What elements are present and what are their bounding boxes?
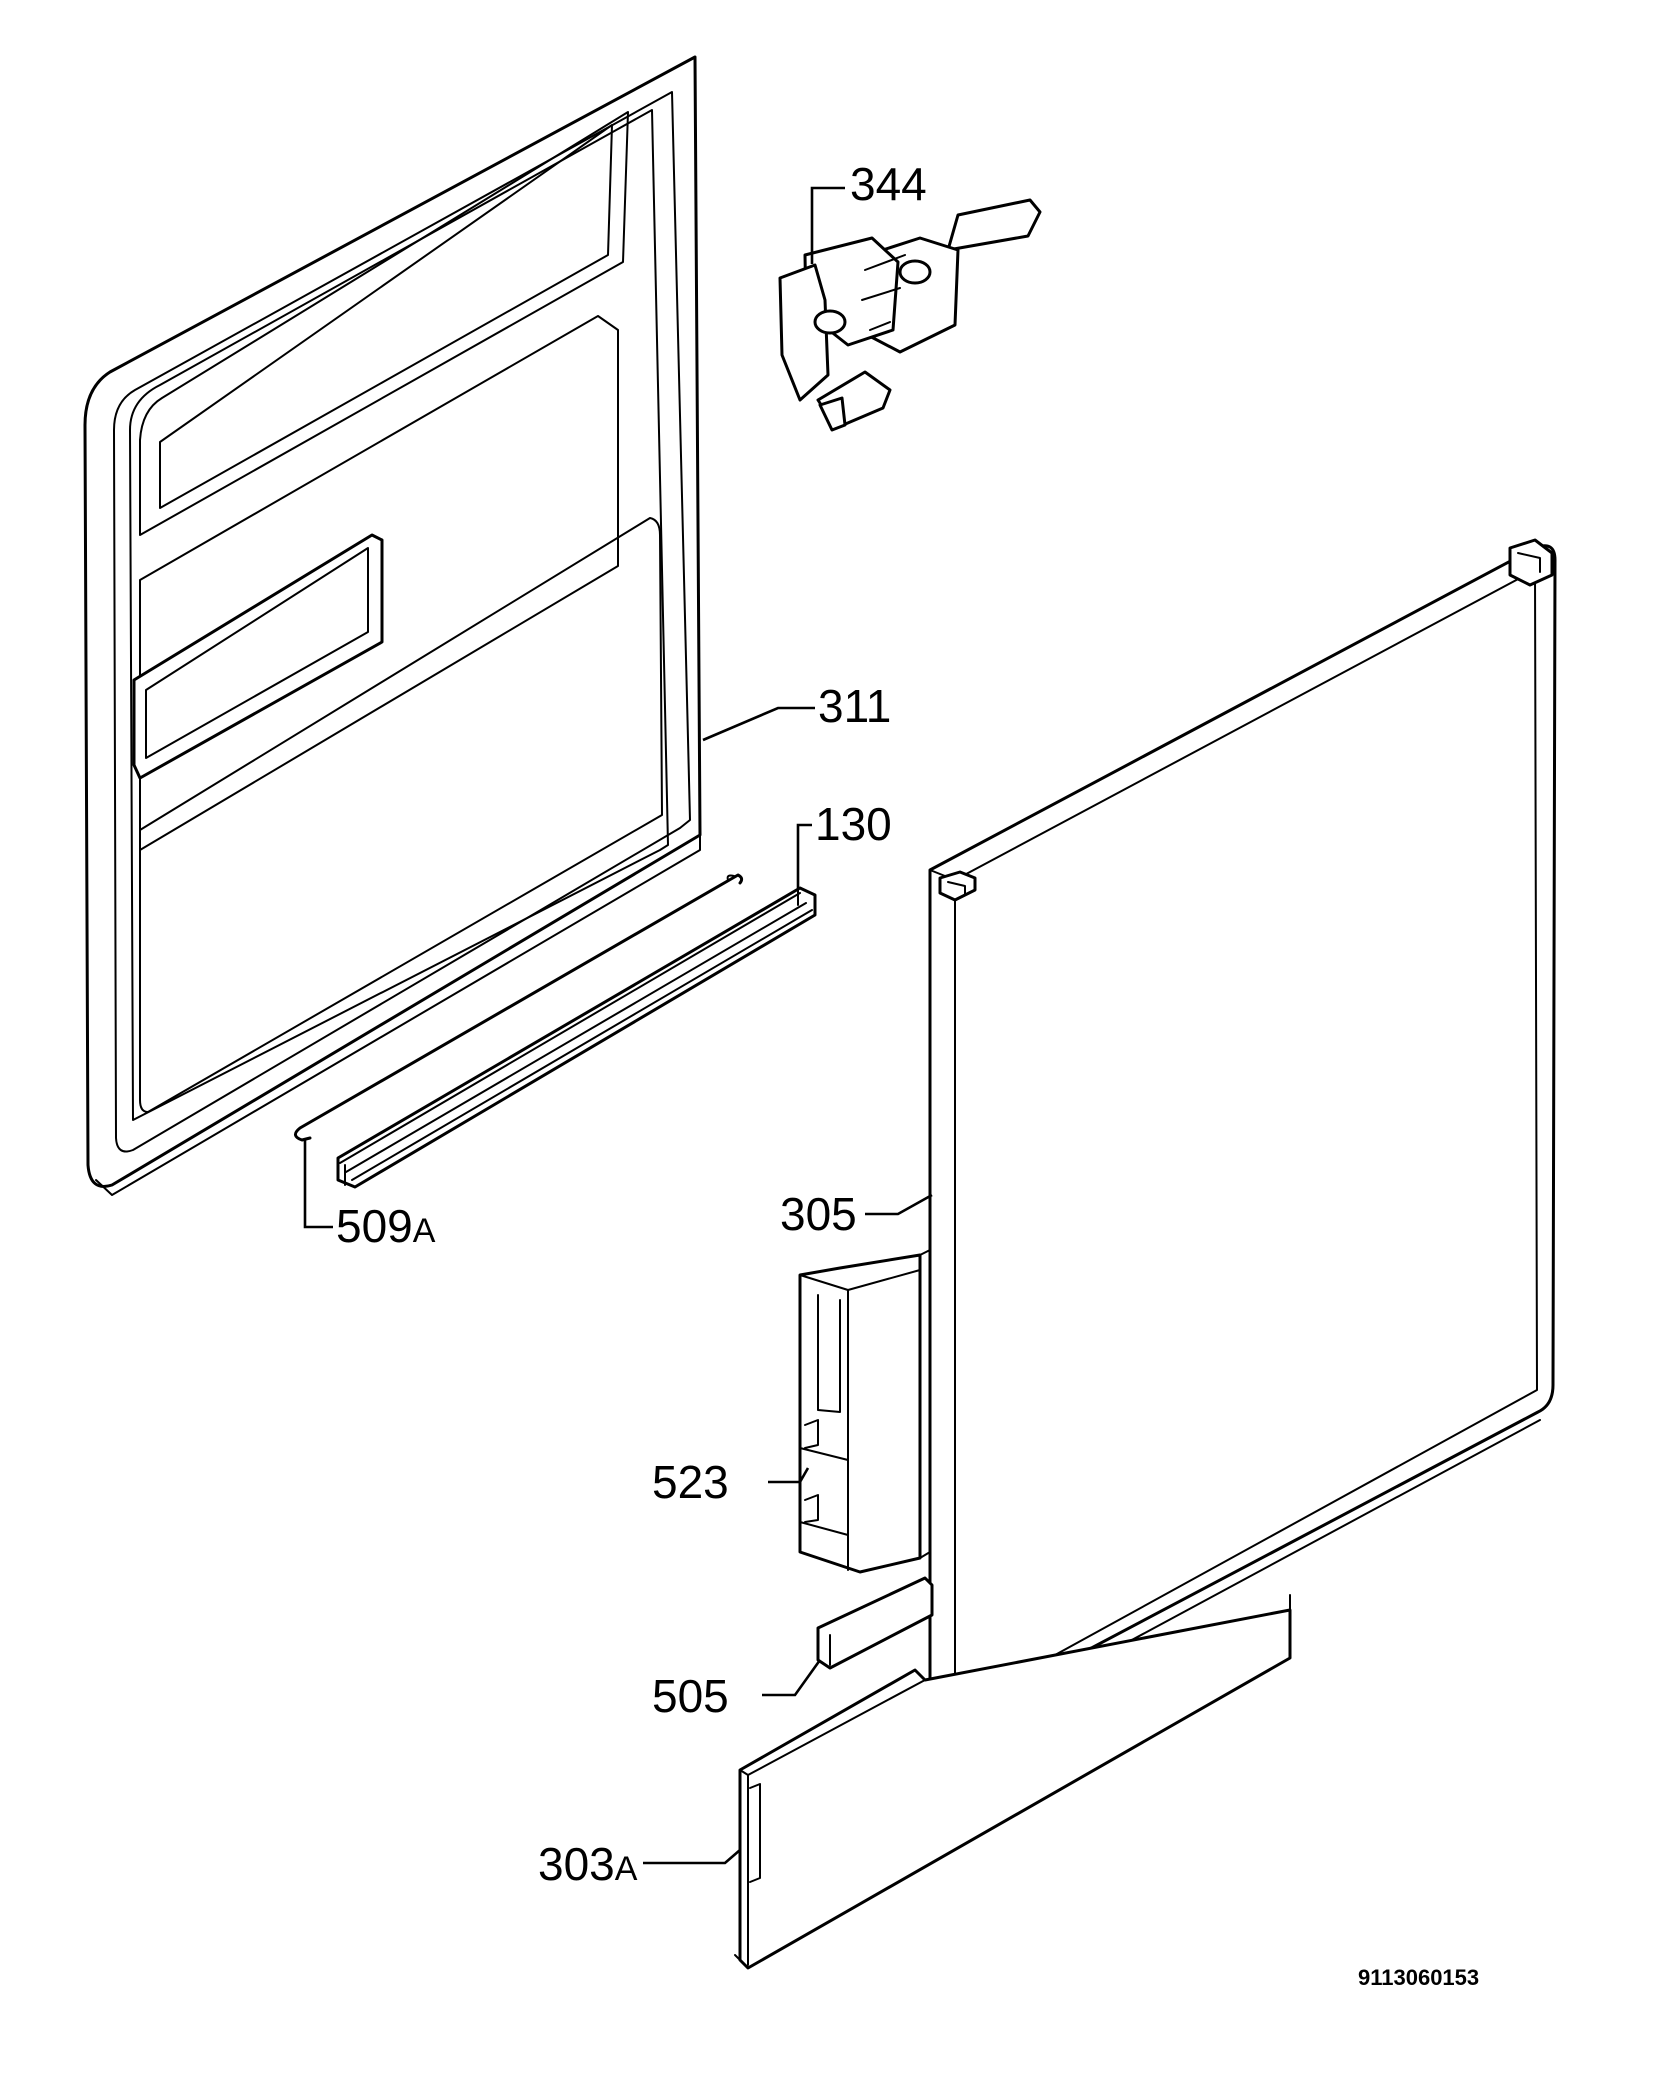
label-130: 130: [815, 798, 892, 850]
leader-505: [762, 1659, 822, 1697]
kick-plate-303a: [734, 1594, 1292, 1970]
label-523: 523: [652, 1456, 729, 1508]
label-311: 311: [818, 680, 891, 732]
label-509a-number: 509: [336, 1200, 413, 1252]
document-number: 9113060153: [1358, 1965, 1479, 1990]
pad-505: [816, 1576, 934, 1670]
leader-130: [796, 823, 812, 890]
inner-door-panel-311: [83, 55, 702, 1196]
label-305: 305: [780, 1188, 857, 1240]
leader-303a: [643, 1849, 741, 1865]
leader-311: [702, 706, 815, 742]
outer-door-305: [928, 538, 1557, 1739]
door-lock-344: [778, 198, 1042, 432]
label-505: 505: [652, 1670, 729, 1722]
label-509a-suffix: A: [413, 1212, 436, 1250]
label-303a: 303A: [538, 1838, 638, 1890]
leader-509a: [303, 1140, 333, 1229]
leader-523: [768, 1467, 810, 1484]
label-509a: 509A: [336, 1200, 436, 1252]
label-303a-suffix: A: [615, 1850, 638, 1888]
leader-344: [810, 186, 845, 264]
label-303a-number: 303: [538, 1838, 615, 1890]
wire-rail-509a: [294, 873, 744, 1142]
seal-strip-130: [336, 884, 817, 1189]
leader-lines: [303, 186, 933, 1865]
mounting-block-523: [798, 1249, 931, 1574]
leader-305: [865, 1193, 933, 1216]
label-344: 344: [850, 158, 927, 210]
